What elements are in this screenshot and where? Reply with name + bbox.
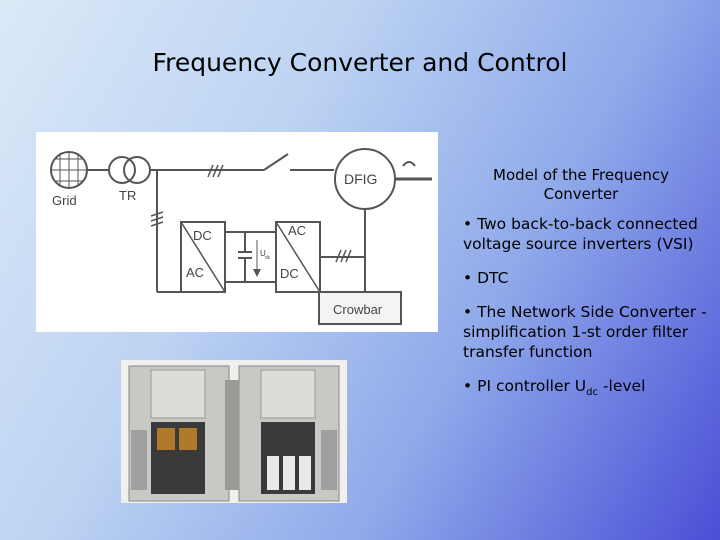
bullet-subscript: dc: [586, 387, 599, 399]
converter-circuit-diagram: Grid TR DFIG DC AC AC DC U dc Crowbar: [36, 132, 438, 332]
transformer-symbol-b: [123, 156, 151, 184]
bullet-text-end: -level: [598, 377, 646, 395]
bullet-text: Two back-to-back connected voltage sourc…: [463, 215, 698, 253]
bullet-list: • Two back-to-back connected voltage sou…: [463, 214, 711, 417]
bullet-marker: •: [463, 377, 473, 395]
bullet-text: DTC: [477, 269, 509, 287]
dfig-label: DFIG: [344, 171, 377, 187]
udc-label: U: [260, 249, 266, 258]
bullet-marker: •: [463, 303, 473, 321]
bullet-dtc: • DTC: [463, 268, 711, 288]
bullet-marker: •: [463, 215, 473, 233]
udc-sub-label: dc: [265, 255, 271, 261]
bullet-network-side: • The Network Side Converter - simplific…: [463, 302, 711, 362]
ac-left-label: AC: [186, 265, 204, 280]
bullet-text: PI controller U: [477, 377, 587, 395]
bullet-vsi: • Two back-to-back connected voltage sou…: [463, 214, 711, 254]
cabinet-illustration: [121, 360, 347, 503]
ac-right-label: AC: [288, 223, 306, 238]
converter-cabinet-photo: [121, 360, 347, 503]
transformer-symbol-a: [108, 156, 136, 184]
bullet-pi-controller: • PI controller Udc -level: [463, 376, 711, 403]
crowbar-label: Crowbar: [333, 302, 383, 317]
switch: [263, 153, 289, 171]
diagram-caption: Model of the Frequency Converter: [493, 166, 669, 203]
dc-right-label: DC: [280, 266, 299, 281]
circuit-svg: Grid TR DFIG DC AC AC DC U dc Crowbar: [50, 148, 432, 325]
bullet-marker: •: [463, 269, 473, 287]
bullet-text: The Network Side Converter - simplificat…: [463, 303, 707, 361]
slide-title: Frequency Converter and Control: [152, 48, 568, 77]
crowbar-box: [318, 291, 402, 325]
dc-left-label: DC: [193, 228, 212, 243]
tr-label: TR: [119, 188, 136, 203]
grid-side-converter: [180, 221, 226, 293]
grid-label: Grid: [52, 193, 77, 208]
